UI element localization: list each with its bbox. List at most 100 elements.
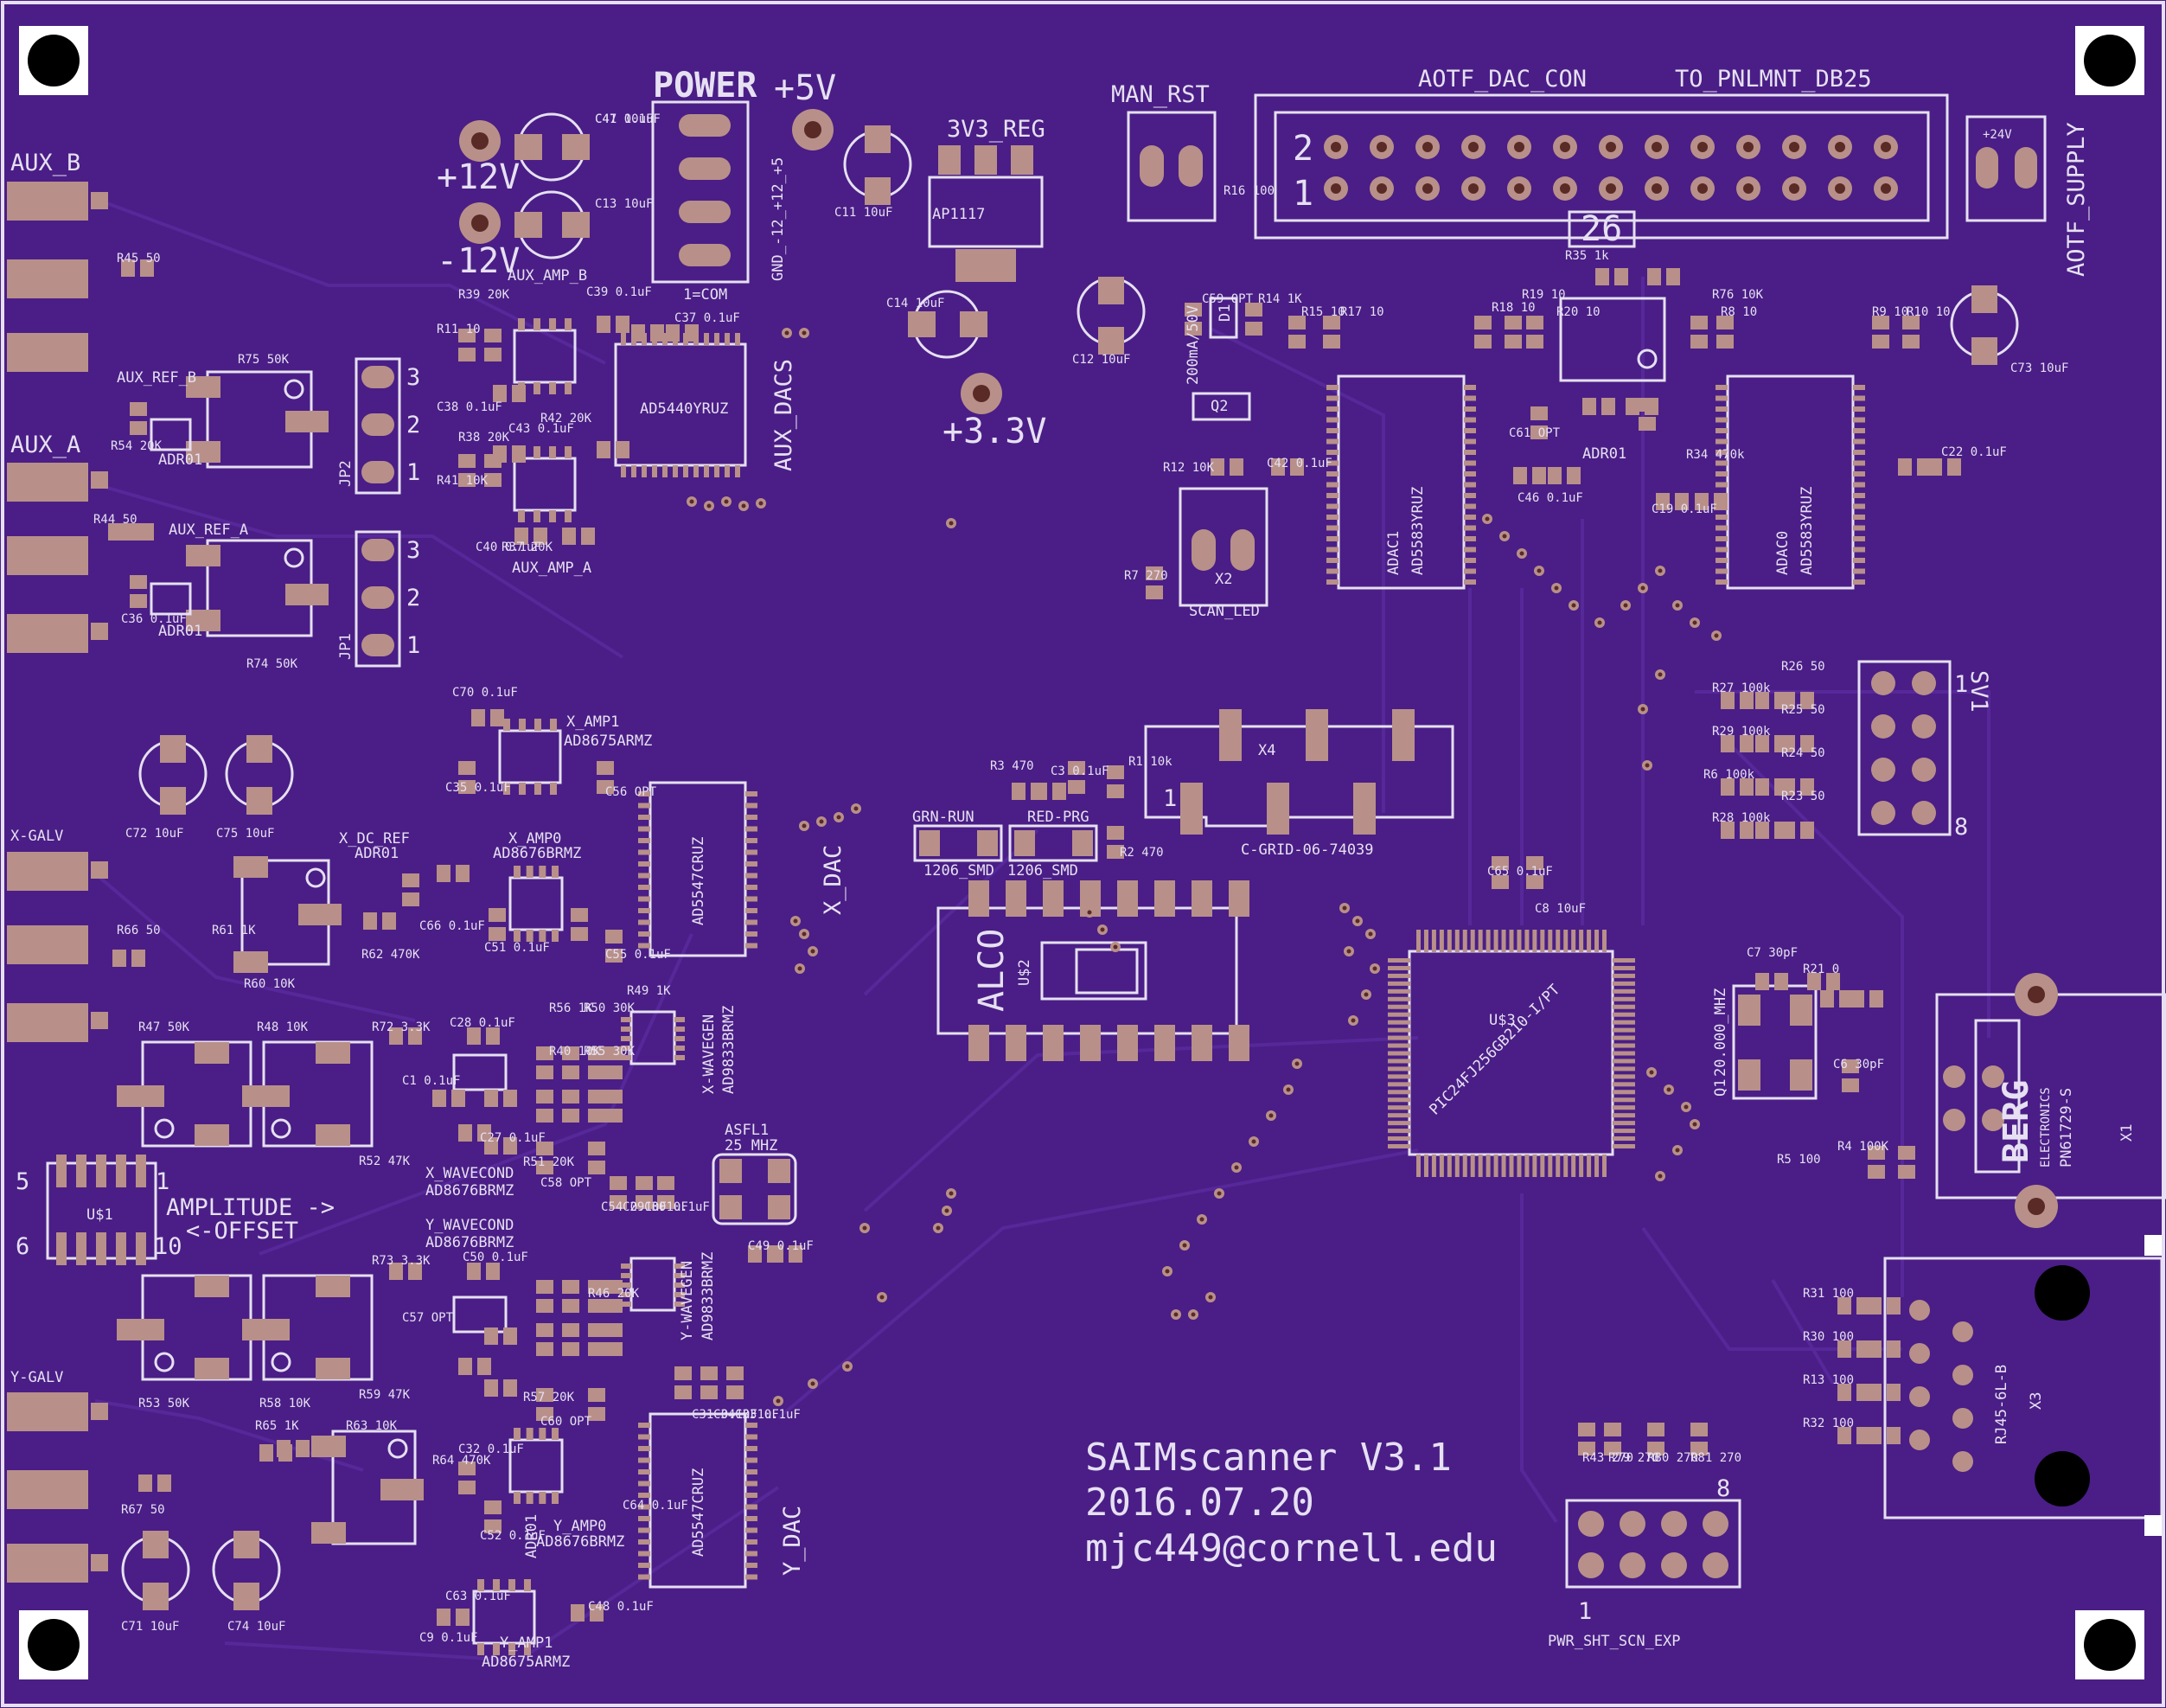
designator-r53: R53 50K: [138, 1397, 190, 1411]
jumpers: [355, 357, 401, 668]
designator-r15: R15 10: [1301, 305, 1345, 319]
designator-c61: C61 OPT: [1509, 426, 1561, 440]
label-aotf-supply: AOTF_SUPPLY: [2063, 122, 2090, 277]
label-jp1-pin3: 3: [406, 537, 420, 564]
c-grid-connector: [1144, 709, 1454, 835]
label-u2: U$2: [1016, 959, 1033, 986]
label-power-pins: GND_-12_+12_+5: [770, 157, 787, 281]
designator-c50: C50 0.1uF: [463, 1251, 528, 1264]
sv1-header: [1857, 660, 1952, 836]
label-jp1-pin2: 2: [406, 585, 420, 611]
designator-r60: R60 10K: [244, 977, 296, 991]
designator-c49: C49 0.1uF: [748, 1239, 814, 1253]
designator-c14: C14 10uF: [886, 297, 944, 310]
aux-reference-trimmers: [150, 370, 329, 637]
designator-c32: C32 0.1uF: [458, 1443, 524, 1456]
label-asfl-freq: 25_MHZ: [725, 1137, 777, 1155]
label-u1-pin1: 1: [156, 1168, 169, 1195]
label-x1: X1: [2118, 1124, 2136, 1142]
label-x-wavecond: X_WAVECOND: [425, 1165, 514, 1182]
label-rj45: RJ45-6L-B: [1993, 1365, 2010, 1444]
label-to-panel: TO_PNLMNT_DB25: [1675, 66, 1872, 93]
label-xtal: 20.000_MHZ: [1712, 988, 1729, 1077]
designator-r62: R62 470K: [361, 948, 420, 962]
label-y-galv: Y-GALV: [10, 1369, 63, 1386]
label-pwr-pin1: 1: [1578, 1598, 1592, 1625]
designator-r38: R38 20K: [458, 431, 510, 445]
label-x2: X2: [1215, 571, 1232, 588]
smd-passives: [108, 259, 1961, 1626]
designator-r18: R18 10: [1492, 301, 1536, 315]
label-pwr-sht: PWR_SHT_SCN_EXP: [1548, 1633, 1681, 1650]
label-adac1: ADAC1: [1385, 531, 1402, 575]
designator-r17: R17 10: [1340, 305, 1384, 319]
edge-connector-pads: [7, 182, 108, 1583]
designator-c73: C73 10uF: [2010, 361, 2068, 375]
label-x-dc-ref: X_DC_REF: [339, 830, 410, 848]
designator-c72: C72 10uF: [125, 827, 183, 841]
label-ad8676-x: AD8676BRMZ: [493, 845, 581, 862]
designator-r51: R51 20K: [523, 1155, 575, 1169]
y-dac-chip: [649, 1412, 747, 1589]
ad5440-chip: [614, 342, 747, 467]
label-y-amp1: Y_AMP1: [500, 1634, 553, 1652]
label-man-rst: MAN_RST: [1111, 81, 1210, 108]
designator-c52: C52 0.1uF: [480, 1529, 546, 1543]
designator-c48: C48 0.1uF: [588, 1600, 654, 1614]
label-u1-pin5: 5: [16, 1168, 29, 1195]
designator-r35: R35 1k: [1565, 249, 1609, 263]
designator-r10: R10 10: [1907, 305, 1951, 319]
designator-c37: C37 0.1uF: [674, 311, 740, 325]
label-ad8676-xw: AD8676BRMZ: [425, 1182, 514, 1199]
label-ap1117: AP1117: [932, 206, 985, 223]
label-adr01-b: ADR01: [158, 451, 202, 469]
label-adac0: ADAC0: [1774, 531, 1792, 575]
designator-r19: R19 10: [1522, 288, 1566, 302]
label-adr01-a: ADR01: [158, 623, 202, 640]
designator-r13: R13 100: [1803, 1373, 1854, 1387]
aux-amp-b-outline: [513, 329, 577, 384]
designator-c71: C71 10uF: [121, 1620, 179, 1634]
designator-r57: R57 20K: [523, 1391, 575, 1404]
label-ad5583-b: AD5583YRUZ: [1799, 487, 1816, 575]
pwr-sht-header: [1565, 1499, 1741, 1589]
label-aux-a: AUX_A: [10, 432, 80, 458]
label-adr01-y: ADR01: [523, 1514, 540, 1558]
label-adr01-top: ADR01: [1582, 445, 1626, 463]
designator-c51: C51 0.1uF: [484, 941, 550, 955]
label-aux-dacs: AUX_DACS: [770, 359, 797, 471]
adr01-top-outline: [1559, 297, 1666, 382]
designator-r20: R20 10: [1556, 305, 1601, 319]
designator-r34: R34 470k: [1686, 448, 1745, 462]
label-minus12v: -12V: [437, 241, 520, 281]
label-ad5547-y: AD5547CRUZ: [690, 1468, 707, 1557]
label-24v: +24V: [1983, 128, 2012, 142]
designator-c64: C64 0.1uF: [623, 1499, 688, 1513]
designator-r74: R74 50K: [246, 657, 298, 671]
label-x4-pin1: 1: [1163, 785, 1177, 812]
designator-r46: R46 20K: [588, 1287, 640, 1301]
amp-packages: [452, 729, 676, 1645]
designator-c1: C1 0.1uF: [402, 1074, 460, 1088]
designator-c55: C55 0.1uF: [605, 948, 671, 962]
label-aux-ref-b: AUX_REF_B: [117, 369, 196, 387]
label-ad5547-x: AD5547CRUZ: [690, 837, 707, 925]
designator-r21: R21 0: [1803, 963, 1839, 976]
adac-pins: [1326, 385, 1865, 585]
label-3v3-reg: 3V3_REG: [947, 116, 1045, 143]
designator-c35: C35 0.1uF: [445, 781, 511, 795]
designator-c34: C34 0.1uF: [713, 1408, 779, 1422]
label-u1: U$1: [86, 1206, 113, 1224]
label-asfl1: ASFL1: [725, 1122, 769, 1139]
label-x-amp0: X_AMP0: [508, 830, 561, 848]
label-jp2: JP2: [337, 460, 355, 487]
regulator-3v3: [928, 145, 1044, 282]
designator-r2: R2 470: [1120, 846, 1164, 860]
designator-r24: R24 50: [1781, 746, 1825, 760]
label-y-wavecond: Y_WAVECOND: [425, 1217, 514, 1234]
designator-r29: R29 100k: [1712, 725, 1771, 739]
label-amplitude: AMPLITUDE ->: [166, 1194, 335, 1221]
pic-microcontroller: [1408, 950, 1614, 1156]
designator-r39: R39 20K: [458, 288, 510, 302]
